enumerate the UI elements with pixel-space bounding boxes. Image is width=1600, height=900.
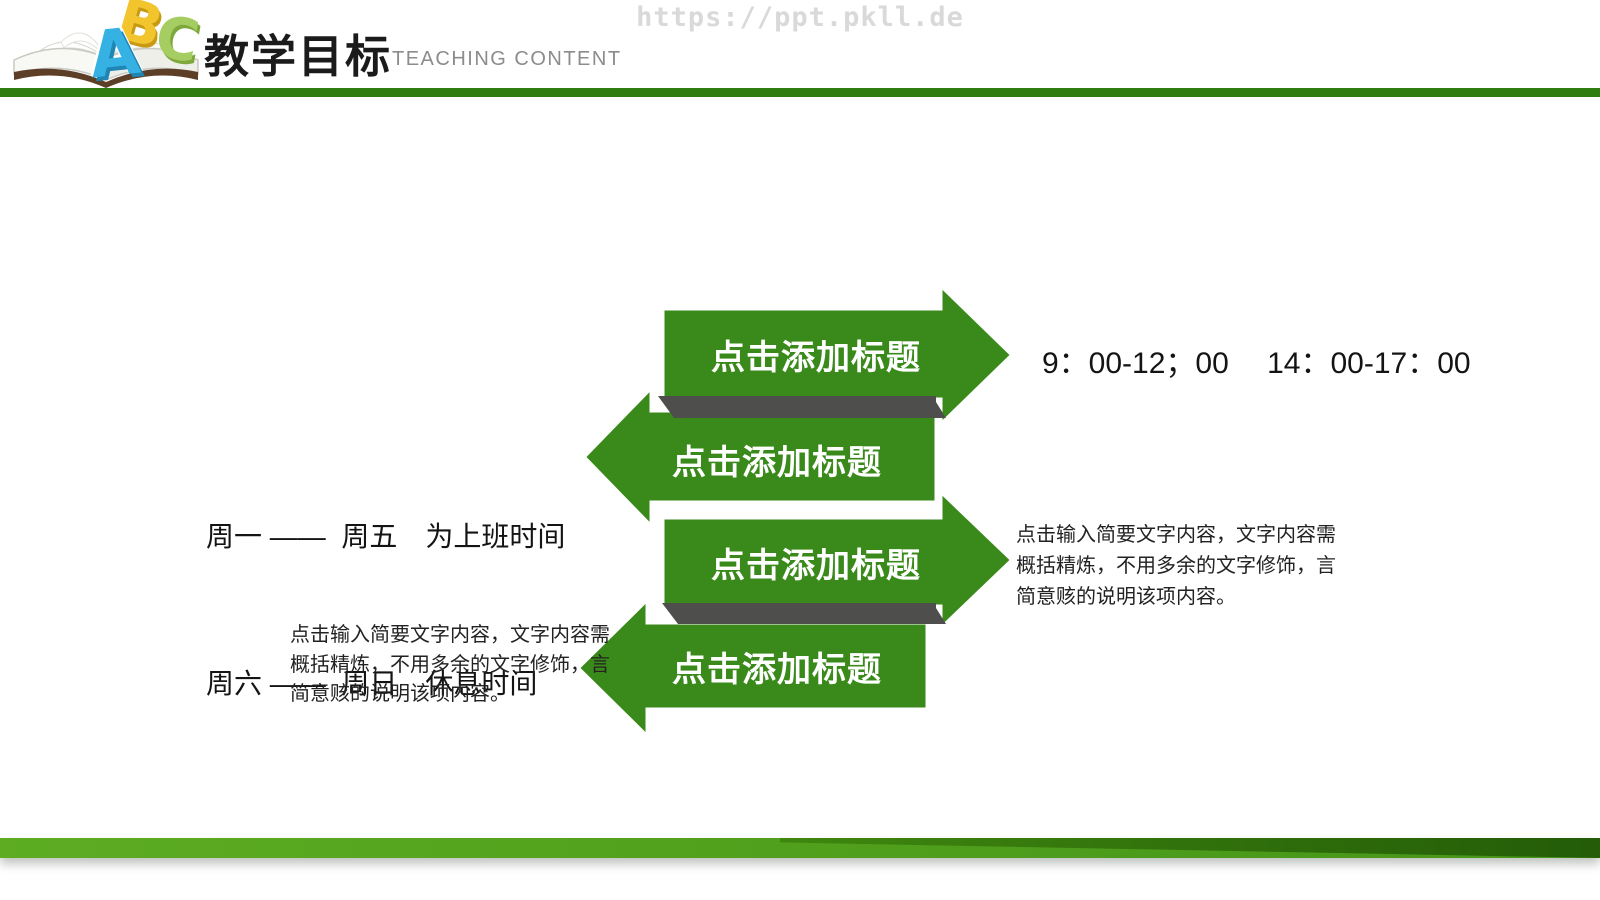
arrow-banner-2 [579,379,940,535]
description-left-line-2: 概括精炼，不用多余的文字修饰，言 [290,653,610,676]
arrow-3-title: 点击添加标题 [711,546,921,585]
logo: B C A [6,0,216,96]
arrow-banner-4 [573,592,931,744]
arrow-2-title: 点击添加标题 [672,443,882,482]
footer-stripe [0,838,1600,858]
schedule-text: 周一 —— 周五 为上班时间 周六 —— 周日 休息时间 [206,414,565,806]
description-right-line-3: 简意赅的说明该项内容。 [1016,586,1236,608]
description-right-line-1: 点击输入简要文字内容，文字内容需 [1016,524,1336,546]
schedule-line-2: 周六 —— 周日 休息时间 [206,668,538,699]
schedule-line-1: 周一 —— 周五 为上班时间 [206,521,566,552]
description-left-line-1: 点击输入简要文字内容，文字内容需 [290,624,610,646]
open-book-icon [13,32,199,88]
header-divider [0,88,1600,97]
arrow-4-title: 点击添加标题 [672,650,882,689]
page-subtitle: TEACHING CONTENT [392,48,622,70]
page-title: 教学目标 [204,31,393,82]
description-left-line-3: 简意赅的说明该项内容。 [290,683,510,705]
watermark: https://ppt.pkll.de [636,2,964,33]
arrow-fold-shadow-1 [658,396,946,418]
work-hours-text: 9：00-12；00 14：00-17：00 [1042,347,1471,380]
description-left: 点击输入简要文字内容，文字内容需 概括精炼，不用多余的文字修饰，言 简意赅的说明… [290,621,610,710]
arrow-fold-shadow-2 [662,603,946,624]
logo-letter-a: A [86,14,144,94]
arrow-1-title: 点击添加标题 [711,338,921,377]
description-right-line-2: 概括精炼，不用多余的文字修饰，言 [1016,555,1336,577]
description-right: 点击输入简要文字内容，文字内容需 概括精炼，不用多余的文字修饰，言 简意赅的说明… [1016,520,1336,613]
header: B C A 教学目标 TEACHING CONTENT [0,0,1600,93]
footer-ribbon [780,838,1600,858]
